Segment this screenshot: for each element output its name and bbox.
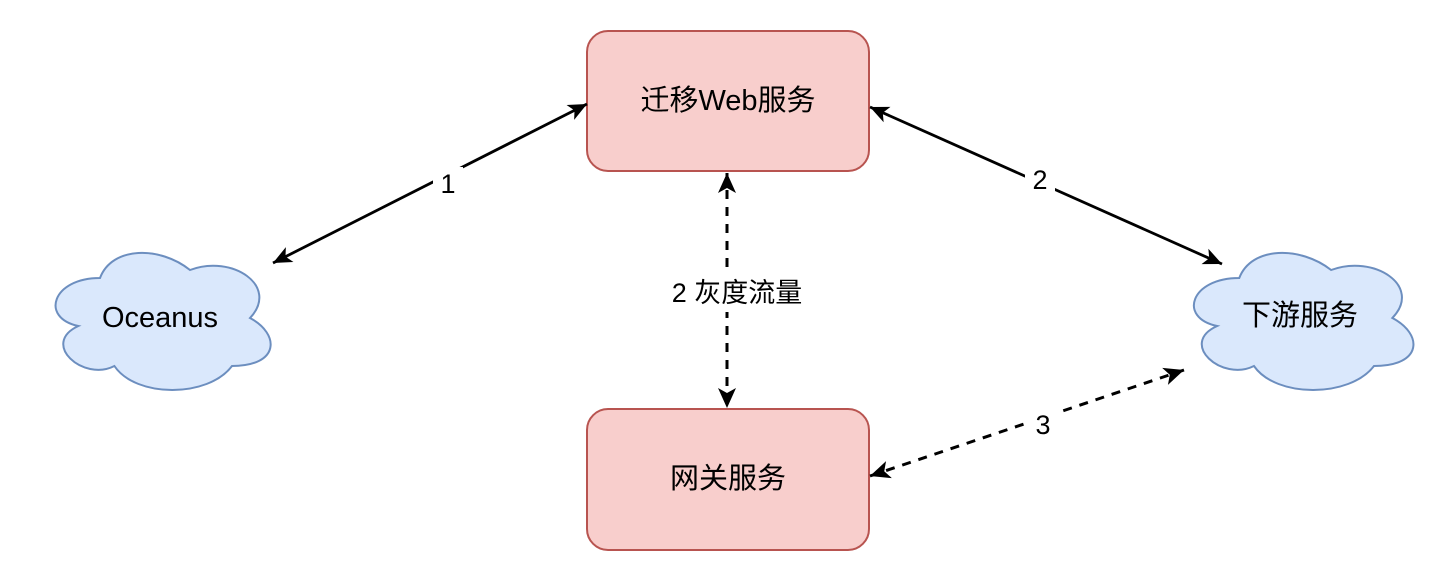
edge-label-text: 1 xyxy=(440,169,455,199)
edge-label-background xyxy=(433,167,463,201)
cloud-shape-icon xyxy=(1192,252,1415,391)
edge-label-text: 2 灰度流量 xyxy=(672,278,803,308)
node-label-gateway-service: 网关服务 xyxy=(670,462,786,495)
edge-label-migration-to-downstream: 2 xyxy=(1025,163,1055,197)
node-label-migration-web-service: 迁移Web服务 xyxy=(640,84,815,117)
edge-label-text: 2 xyxy=(1032,165,1047,195)
double-arrow-dashed-line xyxy=(869,367,1185,479)
rounded-rect-shape xyxy=(586,30,870,172)
node-oceanus: Oceanus xyxy=(54,251,272,391)
edge-label-text: 3 xyxy=(1035,410,1050,440)
double-arrow-line xyxy=(272,102,588,265)
cloud-shape-icon xyxy=(54,251,272,391)
edge-label-background xyxy=(1028,408,1058,442)
edge-oceanus-to-migration xyxy=(272,102,588,265)
edge-label-background xyxy=(1025,163,1055,197)
node-migration-web-service: 迁移Web服务 xyxy=(586,30,870,172)
edge-label-background xyxy=(660,274,814,312)
edge-label-gateway-to-downstream: 3 xyxy=(1028,408,1058,442)
node-label-oceanus: Oceanus xyxy=(102,302,218,334)
edge-label-migration-to-gateway: 2 灰度流量 xyxy=(660,274,814,312)
node-label-downstream-service: 下游服务 xyxy=(1242,299,1358,332)
node-gateway-service: 网关服务 xyxy=(586,408,870,551)
edge-label-oceanus-to-migration: 1 xyxy=(433,167,463,201)
edge-gateway-to-downstream xyxy=(869,367,1185,479)
node-downstream-service: 下游服务 xyxy=(1192,252,1415,391)
rounded-rect-shape xyxy=(586,408,870,551)
